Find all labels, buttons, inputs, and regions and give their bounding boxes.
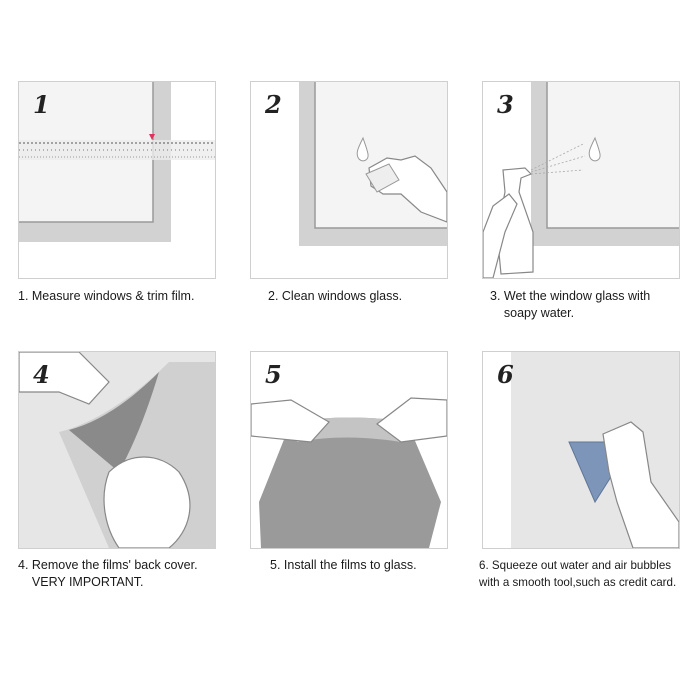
step-number: 2 <box>265 90 282 119</box>
hand-icon <box>483 193 518 278</box>
step-number: 1 <box>33 90 50 119</box>
water-drop-icon <box>356 136 369 162</box>
step-4-panel: 4 <box>18 351 216 549</box>
film-backing <box>69 372 159 472</box>
step-2-panel: 2 <box>250 81 448 279</box>
step-2-caption: 2. Clean windows glass. <box>268 289 403 303</box>
spray-glass-illustration <box>483 82 679 278</box>
install-film-illustration <box>251 352 447 548</box>
hand-icon <box>103 456 191 548</box>
step-4-caption: 4. Remove the films' back cover. VERY IM… <box>18 558 198 589</box>
hand-icon <box>376 397 447 443</box>
tape-marker-icon <box>149 134 155 140</box>
cloth-icon <box>365 163 400 193</box>
step-number: 5 <box>265 360 282 389</box>
water-drop-icon <box>588 136 601 162</box>
clean-glass-illustration <box>299 82 447 246</box>
step-number: 4 <box>33 360 50 389</box>
step-6-caption: 6. Squeeze out water and air bubbles wit… <box>479 559 677 589</box>
hand-icon <box>251 399 330 443</box>
measuring-tape <box>19 140 215 160</box>
measure-window-illustration <box>19 82 215 278</box>
step-3-panel: 3 <box>482 81 680 279</box>
spray-mist <box>530 143 586 175</box>
step-6-panel: 6 <box>482 351 680 549</box>
film-sheet <box>259 417 441 548</box>
step-number: 3 <box>497 90 514 119</box>
squeegee-illustration <box>483 352 679 548</box>
step-3-caption: 3. Wet the window glass with soapy water… <box>490 289 651 320</box>
hand-icon <box>602 421 679 548</box>
step-1-caption: 1. Measure windows & trim film. <box>18 289 195 303</box>
step-1-panel: 1 <box>18 81 216 279</box>
step-5-caption: 5. Install the films to glass. <box>270 558 417 572</box>
hand-icon <box>19 352 110 405</box>
step-5-panel: 5 <box>250 351 448 549</box>
remove-cover-illustration <box>19 352 215 548</box>
step-number: 6 <box>497 360 514 389</box>
